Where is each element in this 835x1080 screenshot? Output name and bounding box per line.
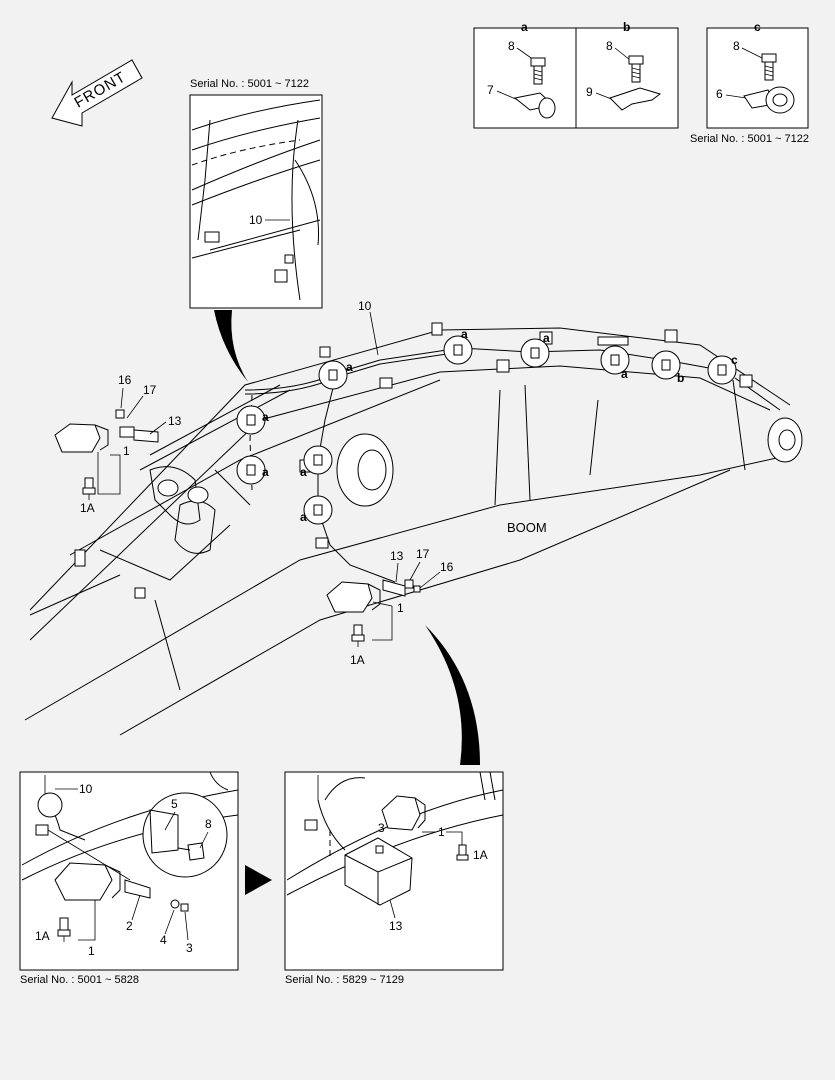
arrow-right-icon: [245, 865, 272, 895]
serial-bottom-left: Serial No. : 5001 ~ 5828: [20, 974, 139, 986]
detail-a-bolt-num: 8: [508, 39, 515, 53]
inset-bottom-right: 3 1 1A 13: [284, 771, 504, 971]
detail-box-c: c 8 6: [706, 20, 809, 129]
front-arrow: FRONT: [51, 59, 143, 127]
main-callout-10: 10: [358, 299, 372, 313]
work-lamp-right: 13 17 16 1 1A: [326, 547, 454, 667]
callout-8-bl: 8: [205, 817, 212, 831]
svg-text:a: a: [300, 510, 307, 524]
bolt-icon: [530, 57, 546, 85]
detail-b-letter: b: [623, 20, 630, 34]
callout-16-left: 16: [118, 373, 132, 387]
svg-text:a: a: [300, 465, 307, 479]
wire-clip-icon: [513, 92, 556, 119]
zoom-pointer-top: [214, 310, 248, 382]
callout-1a-br: 1A: [473, 848, 488, 862]
callout-17-right: 17: [416, 547, 430, 561]
inset-bottom-left: 10 5 8 2 4 3 1 1A: [19, 771, 239, 971]
callout-4: 4: [160, 933, 167, 947]
inset-callout-10-bl: 10: [79, 782, 93, 796]
svg-text:a: a: [346, 360, 353, 374]
clip-marker-a-3: a: [520, 331, 550, 368]
detail-b-clip-num: 9: [586, 85, 593, 99]
detail-c-clip-num: 6: [716, 87, 723, 101]
callout-16-right: 16: [440, 560, 454, 574]
callout-3-bl: 3: [186, 941, 193, 955]
bolt-icon: [628, 55, 644, 83]
clip-marker-a-1: a: [318, 360, 353, 390]
zoom-pointer-bottom: [425, 625, 480, 765]
svg-text:a: a: [262, 410, 269, 424]
work-lamp-left: 16 17 13 1 1A: [54, 373, 182, 515]
inset-callout-10: 10: [249, 213, 263, 227]
bulb-icon: [456, 844, 469, 861]
svg-text:b: b: [677, 371, 684, 385]
callout-1-bl: 1: [88, 944, 95, 958]
clip-marker-a-5: a: [236, 405, 269, 435]
svg-text:a: a: [262, 465, 269, 479]
boom-structure: [24, 322, 803, 736]
clip-marker-a-8: a: [300, 495, 333, 525]
detail-a-letter: a: [521, 20, 528, 34]
clip-marker-a-6: a: [236, 455, 269, 485]
bolt-icon: [761, 53, 777, 81]
detail-a-clip-num: 7: [487, 83, 494, 97]
clip-marker-c: c: [707, 353, 738, 385]
svg-text:c: c: [731, 353, 738, 367]
callout-1-br: 1: [438, 825, 445, 839]
svg-text:a: a: [461, 327, 468, 341]
callout-13-br: 13: [389, 919, 403, 933]
detail-c-bolt-num: 8: [733, 39, 740, 53]
serial-top-right: Serial No. : 5001 ~ 7122: [690, 133, 809, 145]
detail-box-a-b: a 8 7 b 8 9: [473, 20, 679, 129]
clip-marker-a-4: a: [600, 345, 630, 381]
inset-boom-root: 10: [189, 94, 323, 309]
callout-1-right: 1: [397, 601, 404, 615]
callout-1-left: 1: [123, 444, 130, 458]
grommet-clip-icon: [743, 86, 795, 114]
clip-marker-a-2: a: [443, 327, 473, 365]
callout-1a-right: 1A: [350, 653, 365, 667]
callout-13-left: 13: [168, 414, 182, 428]
clip-marker-b: b: [651, 350, 684, 385]
svg-text:a: a: [543, 331, 550, 345]
callout-17-left: 17: [143, 383, 157, 397]
bulb-icon: [351, 624, 365, 647]
bulb-icon: [82, 477, 96, 500]
detail-b-bolt-num: 8: [606, 39, 613, 53]
callout-2: 2: [126, 919, 133, 933]
clip-marker-a-7: a: [300, 445, 333, 479]
callout-1a-left: 1A: [80, 501, 95, 515]
callout-5: 5: [171, 797, 178, 811]
callout-1a-bl: 1A: [35, 929, 50, 943]
bracket-clip-icon: [609, 87, 662, 111]
serial-bottom-right: Serial No. : 5829 ~ 7129: [285, 974, 404, 986]
callout-13-right: 13: [390, 549, 404, 563]
boom-label: BOOM: [507, 520, 547, 535]
bulb-icon: [57, 917, 71, 942]
callout-3-br: 3: [378, 821, 385, 835]
svg-text:a: a: [621, 367, 628, 381]
detail-c-letter: c: [754, 20, 761, 34]
serial-inset-top: Serial No. : 5001 ~ 7122: [190, 78, 309, 90]
